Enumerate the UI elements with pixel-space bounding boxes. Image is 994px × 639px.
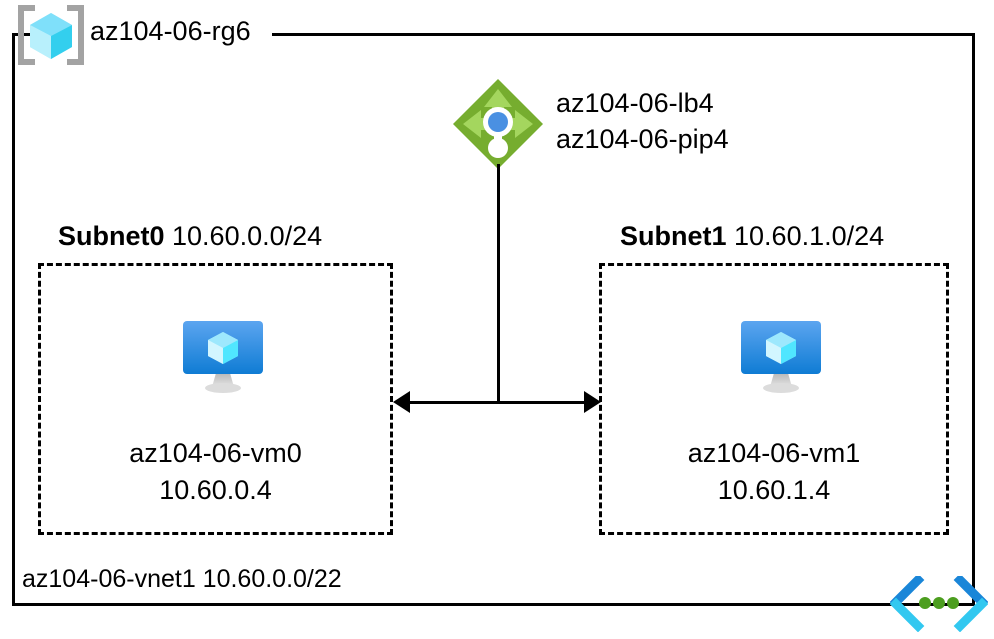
resource-group-cube-icon xyxy=(14,4,88,66)
arrow-head-left-icon xyxy=(393,391,410,413)
load-balancer-name: az104-06-lb4 xyxy=(556,88,714,118)
subnet0-cidr: 10.60.0.0/24 xyxy=(172,221,323,251)
resource-group-border-right xyxy=(972,33,975,603)
subnet0-name: Subnet0 xyxy=(58,221,173,251)
vm1-name: az104-06-vm1 xyxy=(687,438,861,468)
subnet0-title: Subnet0 10.60.0.0/24 xyxy=(58,221,322,252)
arrow-head-right-icon xyxy=(584,391,601,413)
vm0-ip: 10.60.0.4 xyxy=(159,475,272,506)
resource-group-border-bottom xyxy=(12,603,975,606)
resource-group-border-top-right xyxy=(272,33,975,36)
load-balancer-icon xyxy=(450,76,546,170)
vnet-label: az104-06-vnet1 10.60.0.0/22 xyxy=(22,565,342,593)
subnet0-box xyxy=(38,263,393,535)
subnet1-vm-label: az104-06-vm1 10.60.1.4 xyxy=(599,435,949,510)
virtual-machine-icon xyxy=(180,315,266,397)
public-ip-name: az104-06-pip4 xyxy=(556,124,729,155)
virtual-network-icon xyxy=(889,573,989,633)
resource-group-label: az104-06-rg6 xyxy=(90,16,251,46)
virtual-machine-icon xyxy=(738,315,824,397)
load-balancer-connector-line xyxy=(497,164,500,403)
subnet1-cidr: 10.60.1.0/24 xyxy=(734,221,885,251)
load-balancer-labels: az104-06-lb4 az104-06-pip4 xyxy=(556,85,729,158)
subnet1-name: Subnet1 xyxy=(620,221,735,251)
subnet-link-line xyxy=(398,401,592,404)
vm0-name: az104-06-vm0 xyxy=(129,438,302,468)
resource-group-border-left xyxy=(12,33,15,603)
vm1-ip: 10.60.1.4 xyxy=(717,475,831,506)
subnet1-title: Subnet1 10.60.1.0/24 xyxy=(620,221,884,252)
subnet0-vm-label: az104-06-vm0 10.60.0.4 xyxy=(38,435,393,510)
subnet1-box xyxy=(599,263,949,535)
